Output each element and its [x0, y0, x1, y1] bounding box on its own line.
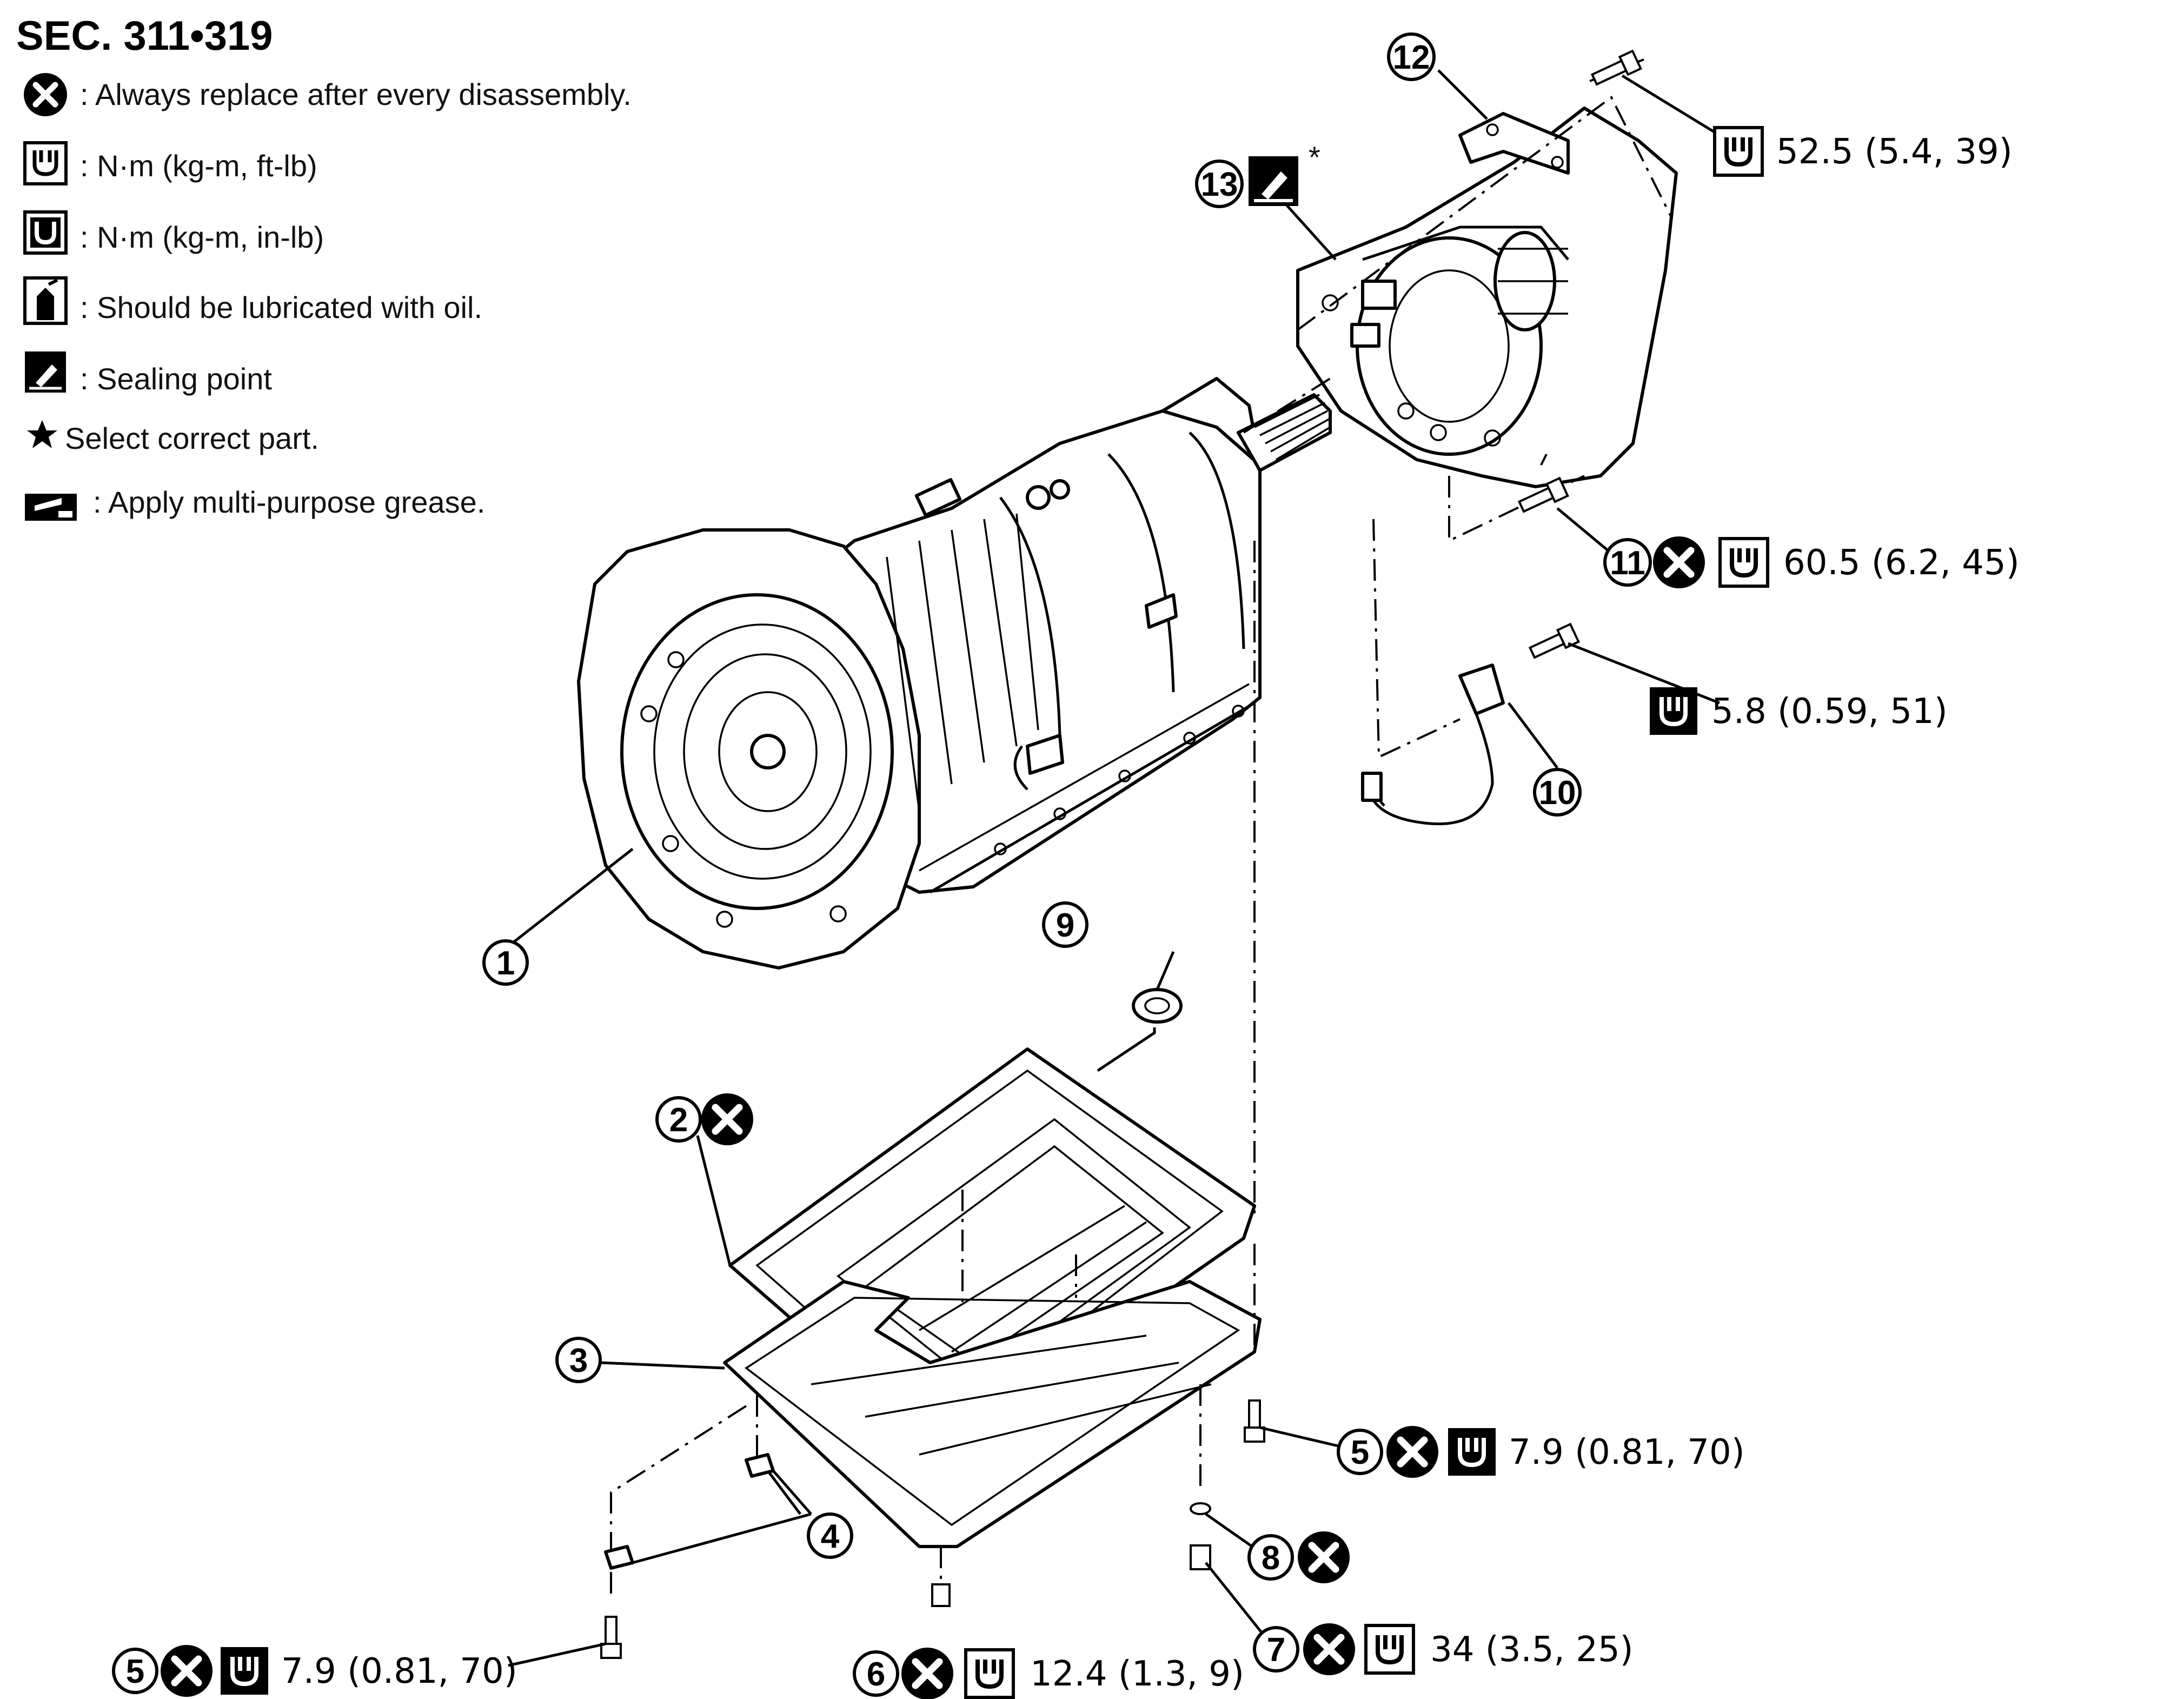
bolt [600, 1616, 622, 1659]
replace-icon [1298, 1531, 1350, 1583]
leader-line [1205, 1562, 1272, 1645]
torque-value: 12.4 (1.3, 9) [1030, 1654, 1244, 1694]
svg-text:6: 6 [867, 1656, 885, 1693]
svg-text:3: 3 [569, 1342, 588, 1379]
torque-value: 7.9 (0.81, 70) [281, 1651, 517, 1691]
callout-10: 10 [1533, 768, 1582, 817]
svg-text:5: 5 [1351, 1434, 1369, 1471]
svg-text:1: 1 [496, 945, 515, 982]
washer [1190, 1502, 1211, 1515]
leader-line [507, 848, 634, 947]
svg-text:7: 7 [1267, 1631, 1285, 1669]
callout-3: 3 [555, 1337, 602, 1383]
alignment-line [1243, 377, 1331, 434]
svg-text:8: 8 [1262, 1539, 1280, 1577]
transmission-assembly [577, 377, 1332, 970]
legend-select: Select correct part. [65, 421, 319, 455]
bolt [1590, 49, 1642, 86]
callout-1: 1 [482, 939, 529, 986]
callout-5: 5 [112, 1648, 158, 1694]
sensor-harness [1361, 519, 1505, 826]
leader-line [1156, 951, 1175, 990]
replace-icon [1386, 1426, 1438, 1478]
oil-can-icon [23, 276, 68, 325]
torque-wrench-icon [1713, 126, 1764, 177]
svg-text:5: 5 [126, 1653, 144, 1690]
svg-text:10: 10 [1539, 774, 1576, 812]
svg-text:12: 12 [1393, 39, 1430, 76]
replace-icon [1303, 1623, 1355, 1675]
callout-4: 4 [807, 1512, 853, 1559]
leader-line [1508, 702, 1558, 769]
torque-wrench-icon [1448, 1428, 1496, 1476]
callout-7: 7 [1253, 1626, 1299, 1673]
oil-pan-group [600, 541, 1265, 1659]
svg-text:9: 9 [1056, 907, 1074, 944]
torque-wrench-icon [1650, 687, 1697, 735]
drain-plug [931, 1583, 951, 1607]
callout-13: 13 [1195, 160, 1244, 208]
legend-replace: : Always replace after every disassembly… [80, 77, 632, 111]
legend-sealing: : Sealing point [80, 362, 272, 396]
torque-value: 52.5 (5.4, 39) [1776, 132, 2013, 172]
star-icon [27, 420, 57, 448]
torque-wrench-icon [1364, 1624, 1415, 1675]
leader-line [1437, 69, 1488, 120]
leader-line [600, 1361, 725, 1370]
callout-2: 2 [655, 1096, 702, 1143]
sealing-icon [1249, 156, 1298, 206]
callout-9: 9 [1042, 901, 1088, 948]
sealing-icon [25, 351, 66, 393]
leader-line [1286, 204, 1337, 261]
leader-line [1259, 1426, 1352, 1451]
bolt [1517, 476, 1569, 513]
replace-icon [24, 73, 67, 116]
torque-value: 60.5 (6.2, 45) [1783, 543, 2020, 583]
callout-11: 11 [1603, 538, 1652, 587]
callout-5: 5 [1337, 1429, 1383, 1475]
adapter-case [1296, 107, 1678, 488]
callout-12: 12 [1387, 32, 1436, 81]
alignment-line [1297, 95, 1672, 331]
legend-grease: : Apply multi-purpose grease. [93, 485, 485, 519]
legend-torque-in-lb: : N·m (kg-m, in-lb) [80, 220, 324, 254]
replace-icon [901, 1648, 953, 1699]
bolt [1244, 1399, 1265, 1443]
callout-6: 6 [853, 1650, 899, 1697]
svg-text:11: 11 [1610, 545, 1645, 582]
torque-wrench-icon [964, 1648, 1015, 1699]
leader-line [696, 1135, 732, 1266]
svg-text:13: 13 [1201, 166, 1238, 203]
leader-line [508, 1642, 606, 1667]
svg-text:4: 4 [821, 1518, 840, 1555]
leader-line [1621, 74, 1721, 137]
callout-8: 8 [1247, 1534, 1294, 1581]
grease-icon [25, 494, 77, 521]
svg-text:2: 2 [669, 1101, 688, 1139]
leader-line [767, 1470, 801, 1515]
torque-value: 5.8 (0.59, 51) [1711, 692, 1948, 732]
replace-icon [1653, 536, 1705, 588]
torque-wrench-icon [23, 141, 68, 185]
legend-lubricate: : Should be lubricated with oil. [80, 290, 482, 324]
replace-icon [161, 1645, 213, 1697]
torque-value: 7.9 (0.81, 70) [1509, 1432, 1745, 1472]
alignment-line [1540, 454, 1548, 466]
torque-wrench-icon [221, 1647, 268, 1695]
section-title: SEC. 311•319 [16, 13, 273, 59]
select-asterisk: * [1309, 140, 1320, 174]
legend-torque-ft-lb: : N·m (kg-m, ft-lb) [80, 149, 317, 183]
torque-wrench-icon [1718, 537, 1769, 588]
torque-wrench-dark-icon [23, 210, 68, 255]
torque-value: 34 (3.5, 25) [1430, 1630, 1634, 1670]
bolt [1528, 622, 1580, 659]
replace-icon [701, 1093, 753, 1145]
